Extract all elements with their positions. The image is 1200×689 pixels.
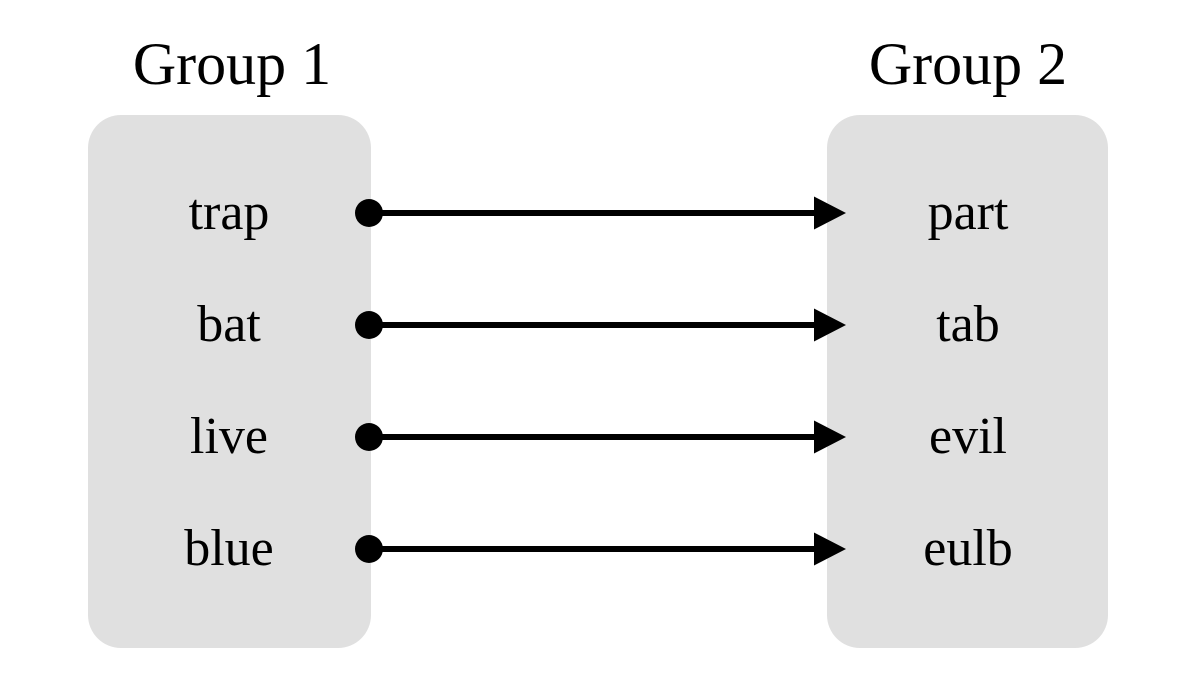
word-bat: bat	[197, 296, 261, 353]
word-blue: blue	[184, 520, 274, 577]
arrow-bat-tab	[355, 308, 846, 342]
word-trap: trap	[188, 184, 270, 241]
word-part: part	[927, 184, 1009, 241]
arrow-live-evil	[355, 420, 846, 454]
word-tab: tab	[936, 296, 1000, 353]
word-eulb: eulb	[923, 520, 1013, 577]
arrow-trap-part	[355, 196, 846, 230]
word-evil: evil	[929, 408, 1007, 465]
word-live: live	[190, 408, 268, 465]
group-1-title: Group 1	[132, 31, 332, 97]
group-2-title: Group 2	[868, 31, 1068, 97]
group-1-box	[88, 115, 371, 648]
group-2-box	[827, 115, 1108, 648]
arrow-blue-eulb	[355, 532, 846, 566]
